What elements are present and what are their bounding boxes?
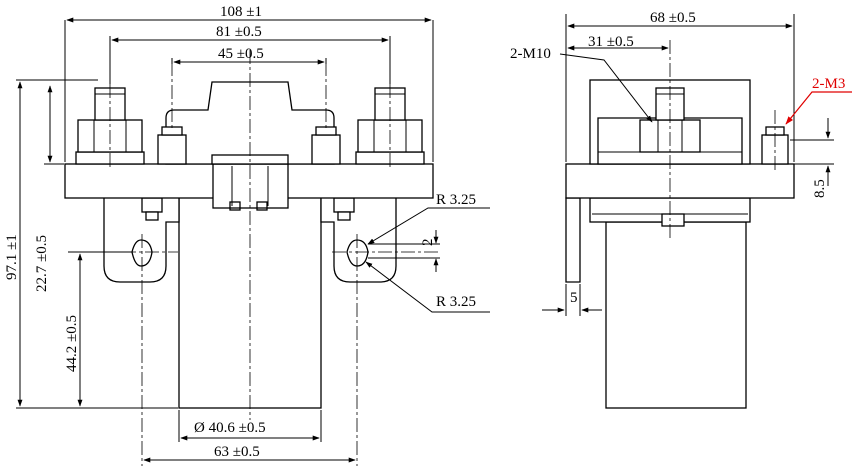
dim-m3-spacing: 45 ±0.5 bbox=[218, 46, 264, 62]
dim-height-overall: 97.1 ±1 bbox=[4, 234, 20, 280]
right-slot-hole bbox=[346, 239, 369, 267]
side-coil-body bbox=[605, 221, 747, 409]
dim-depth-overall: 68 ±0.5 bbox=[650, 10, 696, 26]
dim-plate-to-hole: 22.7 ±0.5 bbox=[34, 235, 50, 292]
dim-terminal-offset: 31 ±0.5 bbox=[588, 34, 634, 50]
dim-hole-to-bottom: 44.2 ±0.5 bbox=[64, 315, 80, 372]
dim-width-overall: 108 ±1 bbox=[220, 4, 262, 20]
dim-aux-terminal-height: 8.5 bbox=[812, 179, 828, 198]
side-base-plate bbox=[565, 163, 795, 199]
front-view: 108 ±1 81 ±0.5 45 ±0.5 97.1 ±1 22.7 ±0.5… bbox=[4, 4, 490, 466]
label-main-thread: 2-M10 bbox=[510, 46, 551, 62]
dim-hole-spacing: 63 ±0.5 bbox=[214, 444, 260, 460]
side-view: 68 ±0.5 31 ±0.5 2-M10 2-M3 8.5 5 bbox=[510, 10, 852, 409]
label-aux-thread: 2-M3 bbox=[812, 76, 845, 92]
dim-slot-length: 2 bbox=[420, 239, 436, 247]
mounting-bracket bbox=[103, 195, 180, 283]
dim-bracket-thickness: 5 bbox=[570, 290, 578, 306]
dim-body-diameter: Ø 40.6 ±0.5 bbox=[194, 420, 266, 436]
dim-slot-radius-upper: R 3.25 bbox=[436, 192, 476, 208]
dim-terminal-spacing: 81 ±0.5 bbox=[216, 24, 262, 40]
dim-slot-radius-lower: R 3.25 bbox=[436, 294, 476, 310]
